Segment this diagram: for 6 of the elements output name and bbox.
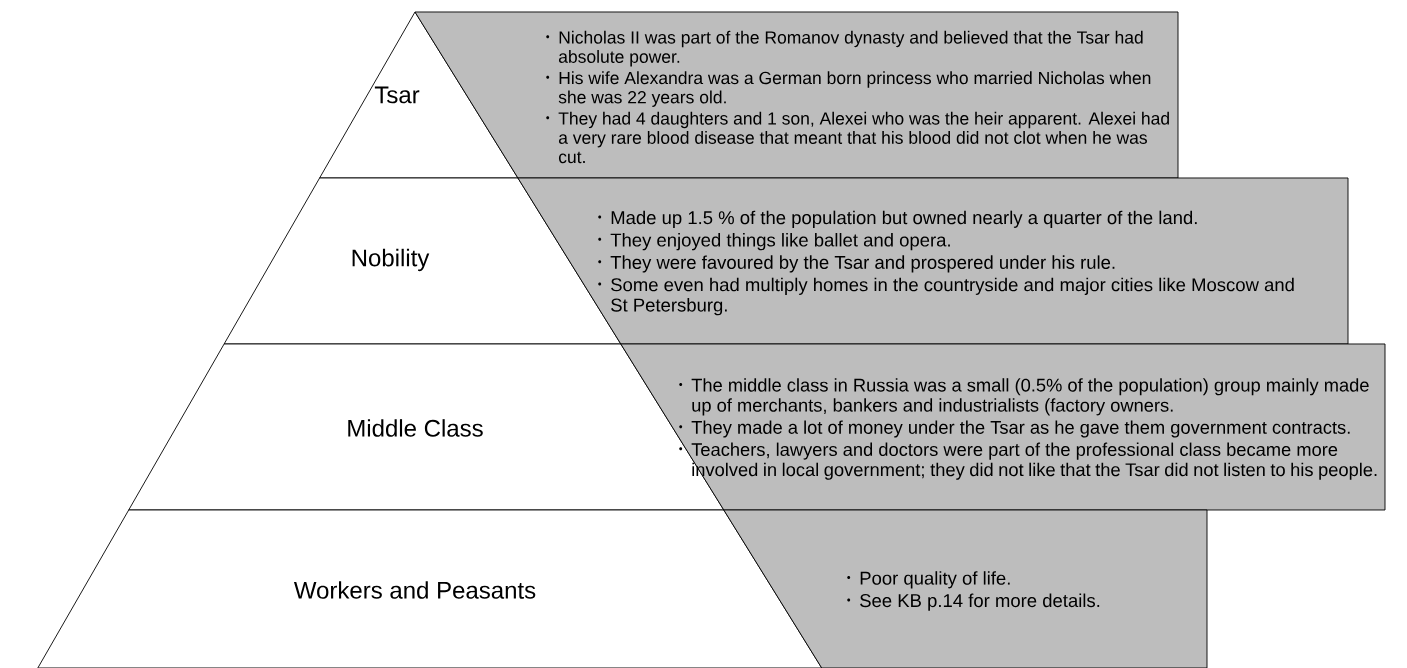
info-panel: Poor quality of life. See KB p.14 for more details.	[723, 509, 1208, 668]
pyramid-tier: Tsar	[319, 11, 519, 179]
pyramid-tier: Workers and Peasants	[37, 509, 823, 668]
info-panel: Made up 1.5 % of the population but owned nearly a quarter of the land. They enjoyed things like ballet and opera. They were favoured by the Tsar and prospered under his rule. Some even had multiply homes in the countryside and major cities like Moscow and St Petersburg.	[517, 177, 1349, 345]
node-label: Workers and Peasants	[293, 581, 536, 599]
info-panel: The middle class in Russia was a small (0.5% of the population) group mainly made up of merchants, bankers and industrialists (factory owners. They made a lot of money under the Tsar as he gave them government contracts. Teachers, lawyers and doctors were part of the professional class became more involved in local government; they did not like that the Tsar did not listen to his people.	[620, 343, 1386, 511]
